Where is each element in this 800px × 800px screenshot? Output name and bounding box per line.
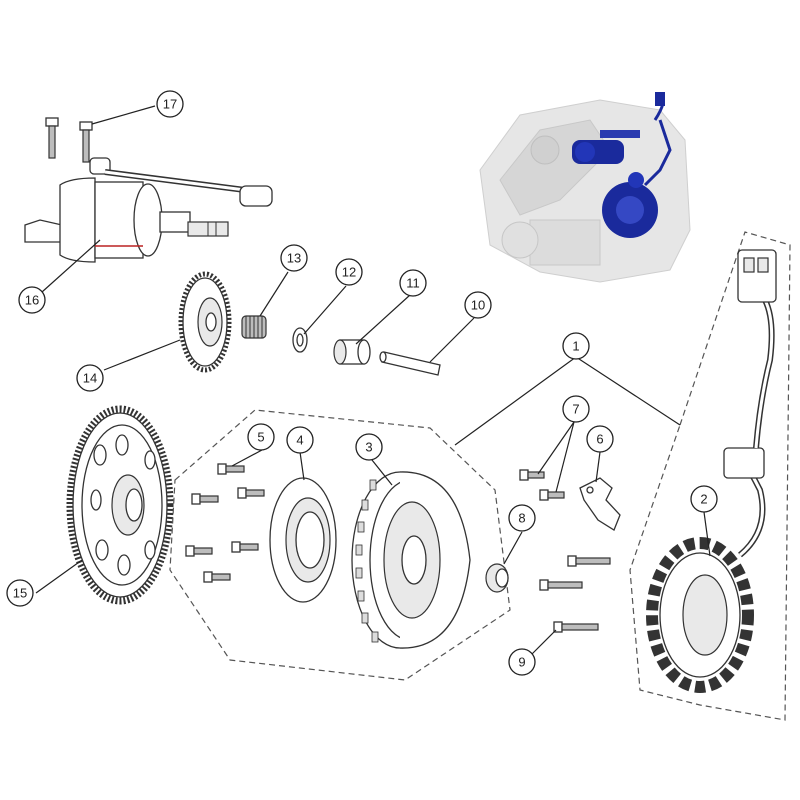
svg-text:9: 9 — [518, 655, 525, 670]
svg-text:15: 15 — [13, 586, 27, 601]
svg-text:1: 1 — [572, 339, 579, 354]
flywheel-gear-part-15 — [66, 405, 174, 605]
svg-text:8: 8 — [518, 511, 525, 526]
callout-11: 11 — [399, 269, 427, 297]
callout-2: 2 — [690, 485, 718, 513]
shaft-pin-part-10 — [379, 351, 441, 376]
callout-8: 8 — [508, 504, 536, 532]
bolts-part-9 — [539, 555, 611, 633]
svg-text:12: 12 — [342, 265, 356, 280]
highlighted-starter-icon — [572, 130, 640, 164]
rotor-part-3 — [351, 471, 471, 649]
callout-16: 16 — [18, 286, 46, 314]
callout-12: 12 — [335, 258, 363, 286]
callout-5: 5 — [247, 423, 275, 451]
svg-text:13: 13 — [287, 251, 301, 266]
starter-motor-part-16 — [24, 157, 273, 263]
bolt-pair-part-17 — [45, 117, 93, 163]
callout-1: 1 — [562, 332, 590, 360]
svg-text:17: 17 — [163, 97, 177, 112]
engine-locator-inset — [475, 88, 691, 283]
leader-lines — [35, 105, 711, 665]
highlighted-stator-icon — [602, 92, 672, 238]
callout-6: 6 — [586, 425, 614, 453]
needle-bearing-part-13 — [241, 315, 267, 339]
bracket-part-6 — [579, 477, 621, 531]
washer-part-12 — [292, 327, 308, 353]
callout-13: 13 — [280, 244, 308, 272]
callout-15: 15 — [6, 579, 34, 607]
callout-10: 10 — [464, 291, 492, 319]
svg-text:16: 16 — [25, 293, 39, 308]
stator-part-2 — [646, 249, 777, 693]
svg-text:3: 3 — [365, 440, 372, 455]
idler-gear-part-14 — [178, 271, 232, 373]
starter-clutch-part-4 — [269, 477, 337, 603]
callout-9: 9 — [508, 648, 536, 676]
bolts-part-5 — [185, 463, 265, 583]
svg-text:14: 14 — [83, 371, 97, 386]
stator-group-outline — [629, 231, 791, 721]
bushing-part-11 — [333, 339, 371, 365]
callout-4: 4 — [286, 426, 314, 454]
svg-text:11: 11 — [406, 276, 420, 291]
callout-17: 17 — [156, 90, 184, 118]
svg-text:5: 5 — [257, 430, 264, 445]
callout-14: 14 — [76, 364, 104, 392]
svg-text:7: 7 — [572, 402, 579, 417]
callout-3: 3 — [355, 433, 383, 461]
svg-text:2: 2 — [700, 492, 707, 507]
assembly-group-outline — [169, 409, 511, 681]
bolts-part-7 — [519, 469, 565, 501]
callout-7: 7 — [562, 395, 590, 423]
svg-text:4: 4 — [296, 433, 303, 448]
nut-part-8 — [485, 563, 509, 593]
svg-text:10: 10 — [471, 298, 485, 313]
svg-text:6: 6 — [596, 432, 603, 447]
